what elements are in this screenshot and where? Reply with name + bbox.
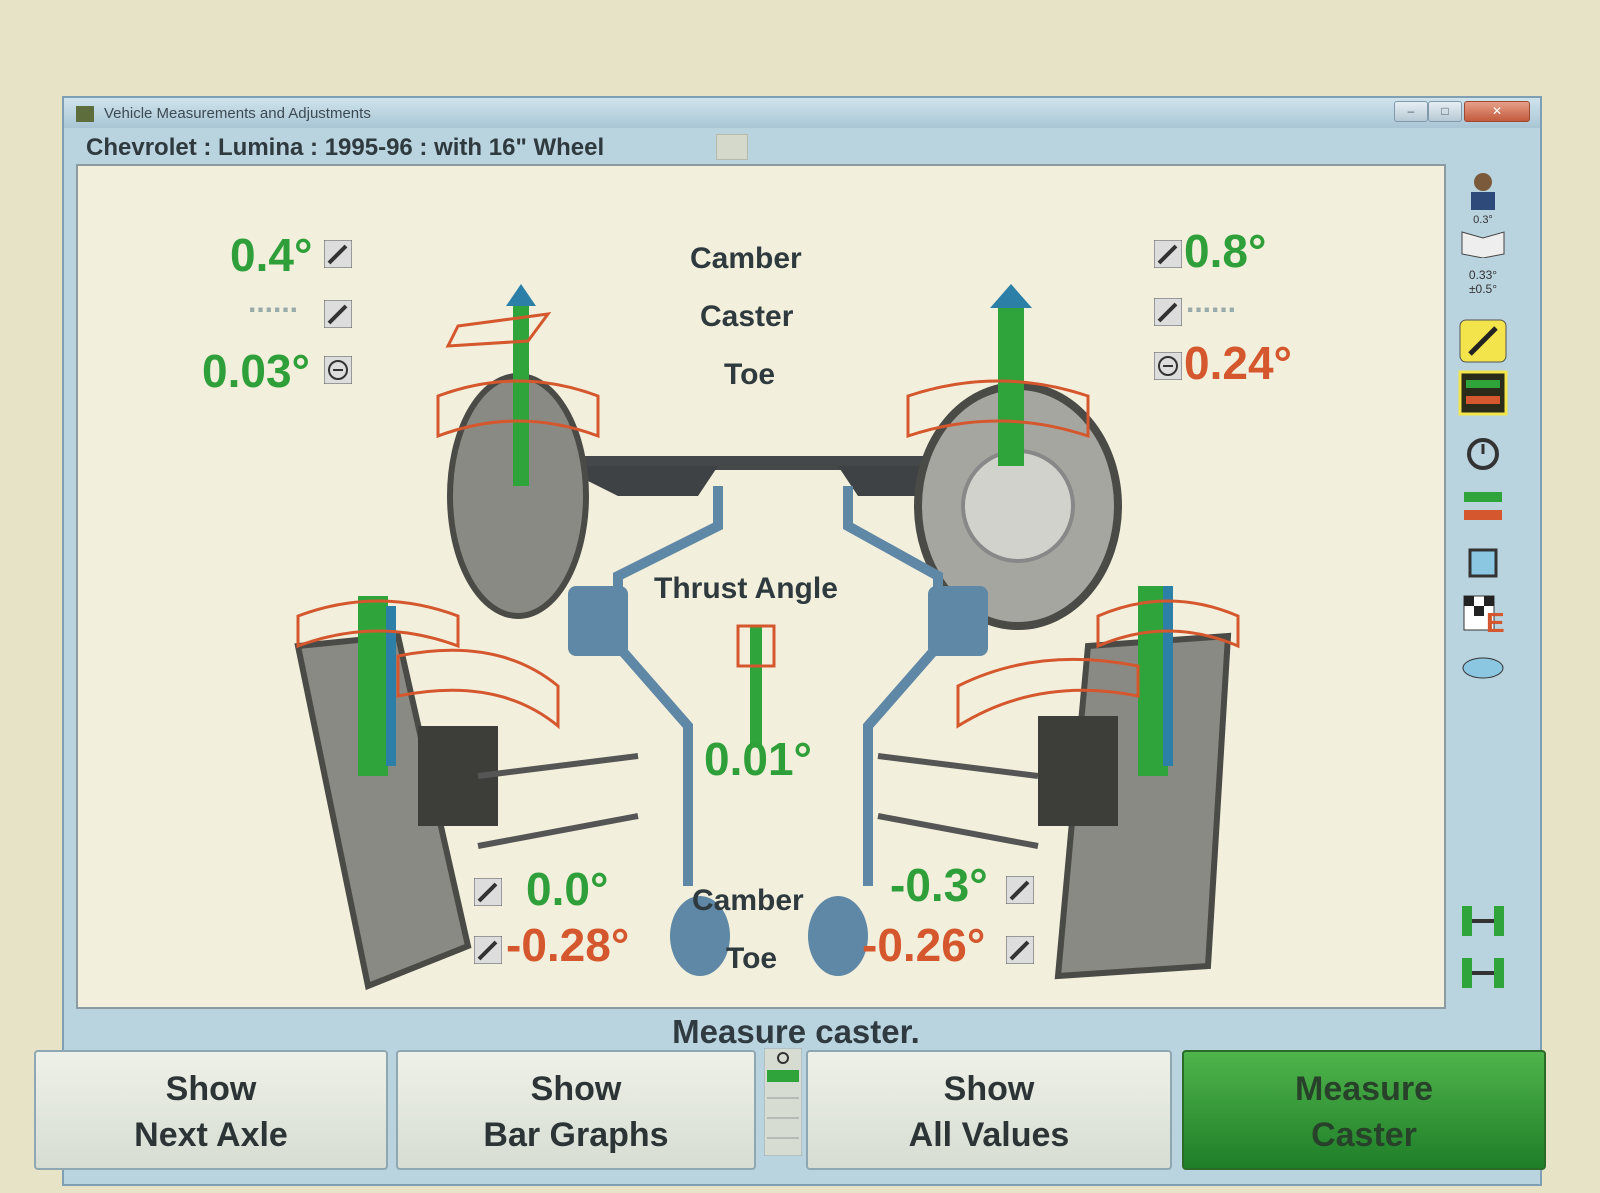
vehicle-info-icon[interactable] [716,134,748,160]
title-bar: Vehicle Measurements and Adjustments – □… [64,98,1540,128]
wrench-icon[interactable] [473,935,503,965]
show-bar-graphs-button[interactable]: Show Bar Graphs [396,1050,756,1170]
rear-camber-label: Camber [692,884,804,917]
wrench-icon[interactable] [1005,935,1035,965]
alignment-view: Camber Caster Toe Thrust Angle 0.01° Cam… [76,164,1446,1009]
wrench-icon[interactable] [1153,297,1183,327]
show-all-values-button[interactable]: Show All Values [806,1050,1172,1170]
bar-graph-icon[interactable] [1456,368,1510,418]
rear-toe-label: Toe [726,942,778,975]
tools-icon[interactable] [1456,316,1510,366]
print-icon[interactable] [1456,640,1510,690]
toe-label: Toe [724,358,776,391]
checkered-flag-icon[interactable]: E [1456,588,1510,638]
front-right-camber-value: 0.8° [1184,225,1267,277]
wrench-icon[interactable] [473,877,503,907]
rear-right-link-upper [877,753,1039,779]
front-right-toe-band [906,379,1090,439]
front-left-caster-band [445,312,552,348]
gauge-icon[interactable] [323,355,353,385]
front-left-camber-indicator [513,306,529,486]
timer-icon[interactable] [1456,426,1510,476]
front-left-arrow [506,284,536,306]
tailpipe-left [670,896,730,976]
rear-right-toe-value: -0.26° [862,919,986,971]
customer-icon[interactable] [1456,164,1510,214]
front-right-caster-value: ...... [1186,286,1237,319]
rear-left-link-upper [477,753,639,779]
rear-left-camber-indicator [358,596,388,776]
fkey-label: Measure Caster [1295,1070,1433,1154]
close-button[interactable]: ✕ [1464,101,1530,122]
exhaust-left [613,486,723,886]
measure-caster-button[interactable]: Measure Caster [1182,1050,1546,1170]
spec-camber: 0.3° [1473,214,1493,226]
gauge-icon[interactable] [1153,351,1183,381]
status-bar: Measure caster. [76,1011,1516,1051]
spec-toe: 0.33° [1468,268,1498,282]
rear-right-brake [1038,716,1118,826]
front-right-camber-indicator [998,306,1024,466]
maximize-button[interactable]: □ [1428,101,1462,122]
right-toolbar: 0.3° 0.33° ±0.5° E [1448,164,1520,1009]
show-next-axle-button[interactable]: Show Next Axle [34,1050,388,1170]
rear-right-camber-value: -0.3° [890,859,988,911]
thrust-angle-band [736,624,776,668]
rear-left-toe-value: -0.28° [506,919,630,971]
book-icon[interactable]: 0.3° [1456,214,1510,264]
tailpipe-right [808,896,868,976]
equalize-icon[interactable] [1456,482,1510,532]
wrench-icon[interactable] [323,299,353,329]
wrench-icon[interactable] [323,239,353,269]
camber-label: Camber [690,242,802,275]
front-left-toe-band [436,379,600,439]
thrust-angle-indicator [750,626,762,746]
wrench-icon[interactable] [1153,239,1183,269]
fkey-label: Show Next Axle [134,1070,288,1154]
rear-left-link-lower [477,813,639,849]
left-control-arm [558,466,718,496]
spec-tol: ±0.5° [1468,282,1498,296]
wheel-icon[interactable] [1456,536,1510,586]
window-title: Vehicle Measurements and Adjustments [104,105,371,122]
rear-right-toe-indicator [1163,586,1173,766]
zoom-slider[interactable] [763,1047,803,1157]
rear-right-link-lower [877,813,1039,849]
caster-label: Caster [700,300,794,333]
rear-left-toe-band [396,648,560,730]
thrust-angle-value: 0.01° [704,733,812,785]
front-left-caster-value: ...... [248,286,299,319]
vehicle-description: Chevrolet : Lumina : 1995-96 : with 16" … [86,134,605,161]
rear-left-toe-indicator [386,606,396,766]
svg-text:E: E [1486,607,1505,638]
fkey-label: Show All Values [908,1070,1070,1154]
front-right-toe-value: 0.24° [1184,337,1292,389]
front-left-camber-value: 0.4° [230,229,313,281]
axle-icon[interactable] [1456,896,1510,946]
thrust-angle-label: Thrust Angle [654,572,838,605]
rear-right-toe-band [956,657,1140,729]
rear-left-camber-value: 0.0° [526,863,609,915]
fkey-label: Show Bar Graphs [483,1070,669,1154]
muffler-left [568,586,628,656]
wrench-icon[interactable] [1005,875,1035,905]
vehicle-illustration [294,284,1240,991]
spec-tolerance: 0.33° ±0.5° [1456,268,1510,318]
minimize-button[interactable]: – [1394,101,1428,122]
front-left-toe-value: 0.03° [202,345,310,397]
front-right-rim [961,449,1075,563]
rear-right-camber-band [1096,599,1240,649]
status-text: Measure caster. [672,1013,920,1050]
rear-left-camber-band [296,599,460,649]
axle-icon[interactable] [1456,948,1510,998]
app-icon [76,106,94,122]
vehicle-bar: Chevrolet : Lumina : 1995-96 : with 16" … [76,132,1446,162]
muffler-right [928,586,988,656]
front-right-arrow [990,284,1032,308]
app-window: Vehicle Measurements and Adjustments – □… [34,96,1546,1186]
